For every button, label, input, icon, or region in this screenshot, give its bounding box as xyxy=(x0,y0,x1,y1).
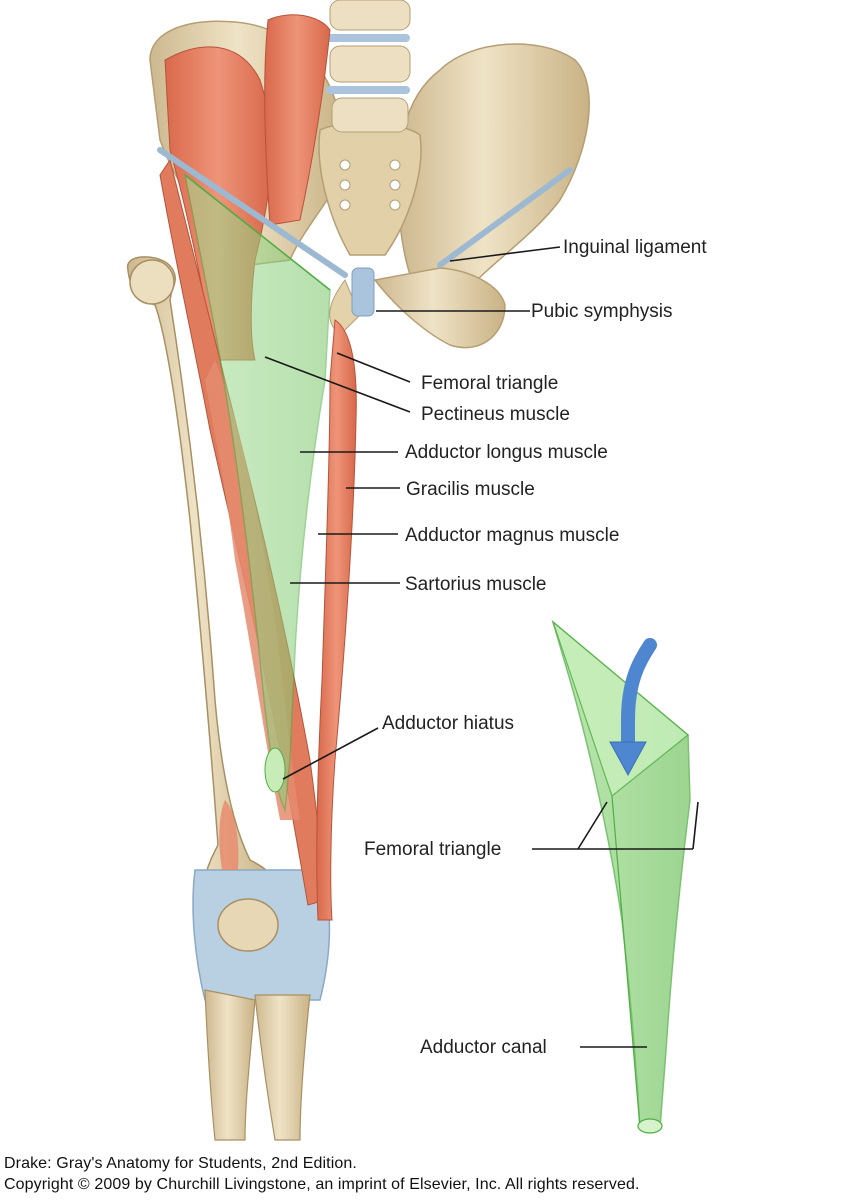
label-adductor-hiatus: Adductor hiatus xyxy=(382,713,514,734)
inset-canal-model xyxy=(551,619,691,1134)
knee-joint xyxy=(192,869,331,1141)
leader-lines xyxy=(264,246,699,1048)
label-adductor-canal: Adductor canal xyxy=(420,1037,547,1058)
copyright-notice: Copyright © 2009 by Churchill Livingston… xyxy=(4,1176,640,1193)
labels: Inguinal ligament Pubic symphysis Femora… xyxy=(364,237,707,1058)
source-credit: Drake: Gray's Anatomy for Students, 2nd … xyxy=(4,1155,357,1172)
label-femoral-triangle: Femoral triangle xyxy=(421,373,558,394)
inguinal-ligament-band xyxy=(157,147,573,278)
label-gracilis-muscle: Gracilis muscle xyxy=(406,479,535,500)
label-adductor-longus-muscle: Adductor longus muscle xyxy=(405,442,608,463)
entry-arrow-icon xyxy=(609,638,657,777)
lumbar-vertebrae xyxy=(326,0,411,211)
label-pectineus-muscle: Pectineus muscle xyxy=(421,404,570,425)
label-inguinal-ligament: Inguinal ligament xyxy=(563,237,707,258)
pubic-symphysis-cartilage xyxy=(351,267,375,317)
label-adductor-magnus-muscle: Adductor magnus muscle xyxy=(405,525,619,546)
label-sartorius-muscle: Sartorius muscle xyxy=(405,574,547,595)
label-pubic-symphysis: Pubic symphysis xyxy=(531,301,673,322)
label-femoral-triangle-inset: Femoral triangle xyxy=(364,839,501,860)
femoral-triangle-overlay xyxy=(183,173,331,813)
